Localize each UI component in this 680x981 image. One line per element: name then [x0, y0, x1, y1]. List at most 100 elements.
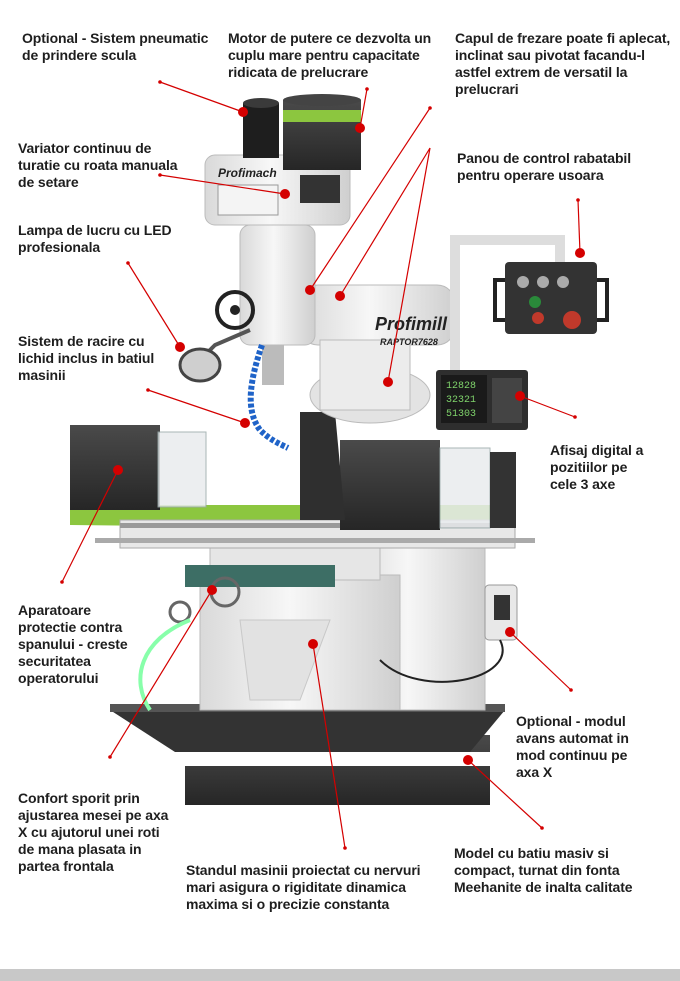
dot-base: [463, 755, 473, 765]
ram: Profimill RAPTOR7628: [299, 284, 456, 424]
callout-feed: Optional - modul avans automat in mod co…: [516, 713, 629, 780]
dro-screen: [441, 375, 487, 423]
digital-readout: 12828 32321 51303: [436, 370, 528, 430]
dro-keypad: [492, 378, 522, 423]
callout-stand: Standul masinii proiectat cu nervuri mar…: [186, 862, 421, 912]
callout-variator: Variator continuu de turatie cu roata ma…: [18, 140, 178, 190]
leader-motor: [359, 88, 368, 129]
panel-handle-right: [597, 278, 609, 322]
dot-lamp-end: [126, 261, 130, 265]
guard-right-ext: [490, 452, 516, 528]
feed-cable: [379, 639, 504, 683]
milling-head: Profimach: [204, 154, 351, 385]
base-stripe: [185, 752, 490, 766]
panel-arm: [450, 235, 565, 420]
motor-green-band: [283, 110, 361, 122]
quill-housing: [239, 224, 316, 346]
dot-stand-end: [343, 846, 347, 850]
dot-head-end: [428, 106, 432, 110]
panel-button-green-icon: [529, 296, 541, 308]
leader-head-2: [339, 147, 431, 297]
dot-motor-end: [365, 87, 369, 91]
dot-comfort-end: [108, 755, 112, 759]
power-feed-badge: [494, 595, 510, 620]
panel-button-red-icon: [532, 312, 544, 324]
dot-cooling: [240, 418, 250, 428]
leader-panel: [577, 199, 581, 254]
callout-dro: Afisaj digital a pozitiilor pe cele 3 ax…: [550, 442, 644, 492]
dot-guard-end: [60, 580, 64, 584]
motor-assembly: [243, 94, 361, 170]
leader-guard: [61, 469, 119, 583]
panel-button-icon: [557, 276, 569, 288]
dot-panel-end: [576, 198, 580, 202]
leader-lamp: [127, 262, 181, 348]
dot-head-3: [383, 377, 393, 387]
head-brand: Profimach: [218, 166, 277, 180]
dot-cooling-end: [146, 388, 150, 392]
dot-comfort: [207, 585, 217, 595]
pneumatic-cylinder: [243, 103, 279, 158]
guard-right-window: [439, 447, 491, 529]
bellows-cover: [185, 565, 335, 587]
leader-cooling: [147, 389, 246, 424]
leader-base: [467, 759, 543, 829]
leader-lines: [61, 81, 581, 849]
callout-panel: Panou de control rabatabil pentru operar…: [457, 150, 631, 183]
callout-head: Capul de frezare poate fi aplecat, incli…: [455, 30, 671, 97]
dot-guard: [113, 465, 123, 475]
chip-tray: [110, 710, 505, 752]
pneumatic-cap: [243, 98, 279, 108]
head-vent: [300, 175, 340, 203]
dot-pneumatic: [238, 107, 248, 117]
guard-rear-curtain: [300, 412, 345, 520]
coolant-return-hose: [138, 618, 191, 712]
guard-right: [340, 440, 440, 530]
leader-pneumatic: [159, 81, 244, 113]
callout-lamp: Lampa de lucru cu LED profesionala: [18, 222, 172, 255]
panel-handle-left: [493, 278, 505, 322]
callout-guard: Aparatoare protectie contra spanului - c…: [18, 602, 128, 686]
leader-stand: [312, 643, 346, 849]
dot-panel: [575, 248, 585, 258]
led-lamp-icon: [178, 347, 222, 383]
control-panel-assembly: [450, 235, 609, 420]
dro-line-3: 51303: [446, 409, 476, 420]
footer-bar: [0, 969, 680, 981]
leader-head-1: [309, 107, 431, 291]
knee-rib: [239, 619, 331, 701]
spindle-nose: [262, 345, 284, 385]
emergency-stop-icon: [563, 311, 581, 329]
motor-cap: [283, 94, 361, 106]
callout-comfort: Confort sporit prin ajustarea mesei pe a…: [18, 790, 169, 874]
dot-pneumatic-end: [158, 80, 162, 84]
column-top: [319, 339, 411, 411]
leader-head-3: [387, 147, 431, 383]
leader-variator: [159, 174, 286, 195]
dot-head-2: [335, 291, 345, 301]
panel-button-icon: [517, 276, 529, 288]
dot-variator: [280, 189, 290, 199]
callout-cooling: Sistem de racire cu lichid inclus in bat…: [18, 333, 155, 383]
dot-dro-end: [573, 415, 577, 419]
dot-lamp: [175, 342, 185, 352]
head-nameplate: [217, 184, 279, 216]
control-panel: [505, 262, 597, 334]
callout-motor: Motor de putere ce dezvolta un cuplu mar…: [228, 30, 432, 80]
dot-feed-end: [569, 688, 573, 692]
leader-dro: [519, 395, 576, 418]
ram-model: RAPTOR7628: [380, 337, 438, 347]
coolant-hose: [247, 344, 290, 451]
dot-dro: [515, 391, 525, 401]
dot-stand: [308, 639, 318, 649]
table-leadscrew: [95, 538, 535, 543]
dro-line-2: 32321: [446, 395, 476, 406]
panel-button-icon: [537, 276, 549, 288]
machine-column: [185, 529, 486, 711]
callout-base: Model cu batiu masiv si compact, turnat …: [454, 845, 633, 895]
dot-feed: [505, 627, 515, 637]
leader-comfort: [109, 589, 213, 758]
table-tslots: [120, 523, 515, 528]
dot-head-1: [305, 285, 315, 295]
